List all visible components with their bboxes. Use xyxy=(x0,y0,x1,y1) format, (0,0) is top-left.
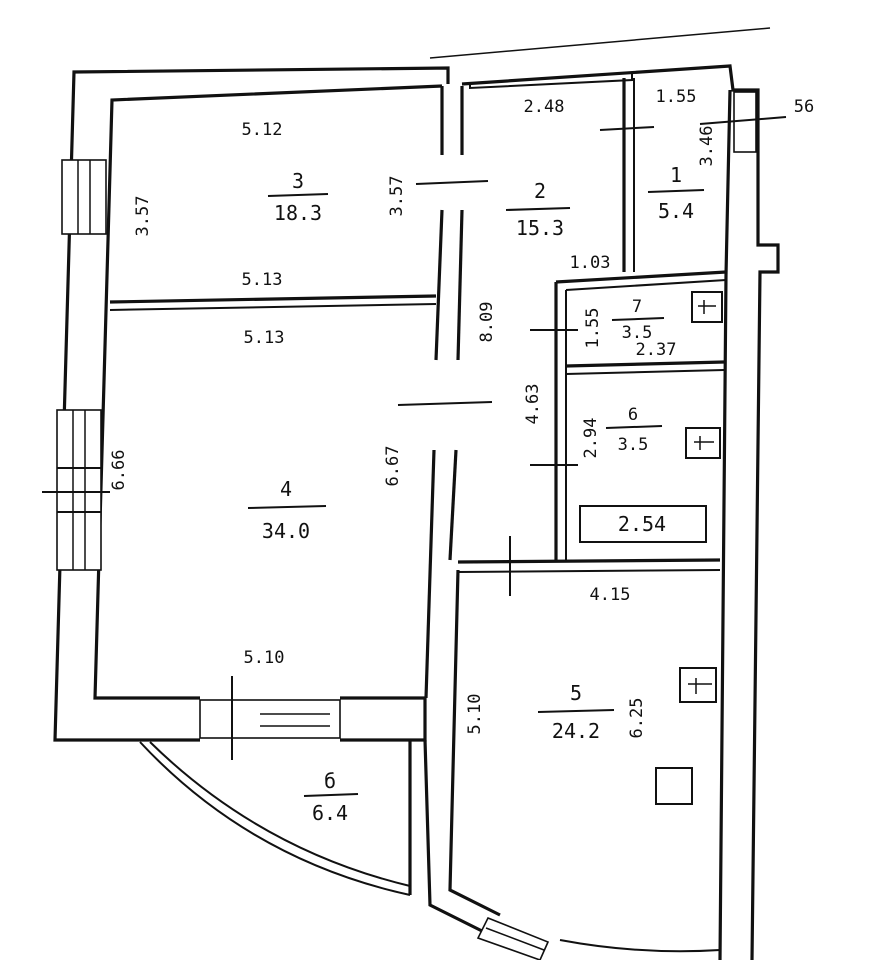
room-labels: 3 18.3 2 15.3 1 5.4 7 3.5 6 3.5 4 34.0 5… xyxy=(247,163,705,825)
partitions xyxy=(109,78,727,573)
dim-room3-top: 5.12 xyxy=(242,120,283,140)
room-6-number: 6 xyxy=(628,405,638,425)
dim-room2-bottom: 1.03 xyxy=(570,253,611,273)
dim-room3-right: 3.57 xyxy=(387,176,407,217)
dim-room1-right: 3.46 xyxy=(697,126,717,167)
dim-room4-top: 5.13 xyxy=(244,328,285,348)
dim-room2-top: 2.48 xyxy=(524,97,565,117)
stove-icon xyxy=(679,667,717,703)
room-1-area: 5.4 xyxy=(658,199,694,223)
room-5-number: 5 xyxy=(570,681,582,705)
dim-wall-thickness: 56 xyxy=(794,97,814,117)
bathtub-icon xyxy=(579,505,707,543)
dim-room3-left: 3.57 xyxy=(133,196,153,237)
balcony-area: 6.4 xyxy=(312,801,348,825)
room-3-area: 18.3 xyxy=(274,201,322,225)
door-marks xyxy=(42,116,787,760)
fixtures xyxy=(579,291,723,805)
dim-corridor-upper: 8.09 xyxy=(477,302,497,343)
room-7-number: 7 xyxy=(632,297,642,317)
dim-corridor-lower: 4.63 xyxy=(523,384,543,425)
dim-room5-left: 5.10 xyxy=(465,694,485,735)
dim-room5-right: 6.25 xyxy=(627,698,647,739)
balcony-arc xyxy=(139,741,721,953)
sink-icon xyxy=(691,291,723,323)
dim-room7-left: 1.55 xyxy=(583,308,603,349)
room-1-number: 1 xyxy=(670,163,682,187)
dim-room5-top: 4.15 xyxy=(590,585,631,605)
dim-room4-bottom: 5.10 xyxy=(244,648,285,668)
dim-room1-top: 1.55 xyxy=(656,87,697,107)
room-6-area: 3.5 xyxy=(618,435,649,455)
page-edge-line xyxy=(429,27,771,59)
room-3-number: 3 xyxy=(292,169,304,193)
room-4-area: 34.0 xyxy=(262,519,310,543)
room-2-number: 2 xyxy=(534,179,546,203)
toilet-icon xyxy=(685,427,721,459)
dim-room7-bottom: 2.37 xyxy=(636,340,677,360)
outer-walls xyxy=(53,64,780,960)
room-5-area: 24.2 xyxy=(552,719,600,743)
room-2-area: 15.3 xyxy=(516,216,564,240)
dim-room4-left: 6.66 xyxy=(109,450,129,491)
balcony-number: б xyxy=(324,769,336,793)
dim-room4-right: 6.67 xyxy=(383,446,403,487)
dim-room3-bottom: 5.13 xyxy=(242,270,283,290)
dim-room6-inner: 2.54 xyxy=(618,512,666,536)
windows xyxy=(56,91,757,960)
kitchen-sink-icon xyxy=(655,767,693,805)
room-4-number: 4 xyxy=(280,477,292,501)
room-7-area: 3.5 xyxy=(622,323,653,343)
dim-room6-left: 2.94 xyxy=(581,418,601,459)
dimension-labels: 5.12 3.57 3.57 5.13 5.13 6.66 6.67 5.10 … xyxy=(109,87,814,738)
